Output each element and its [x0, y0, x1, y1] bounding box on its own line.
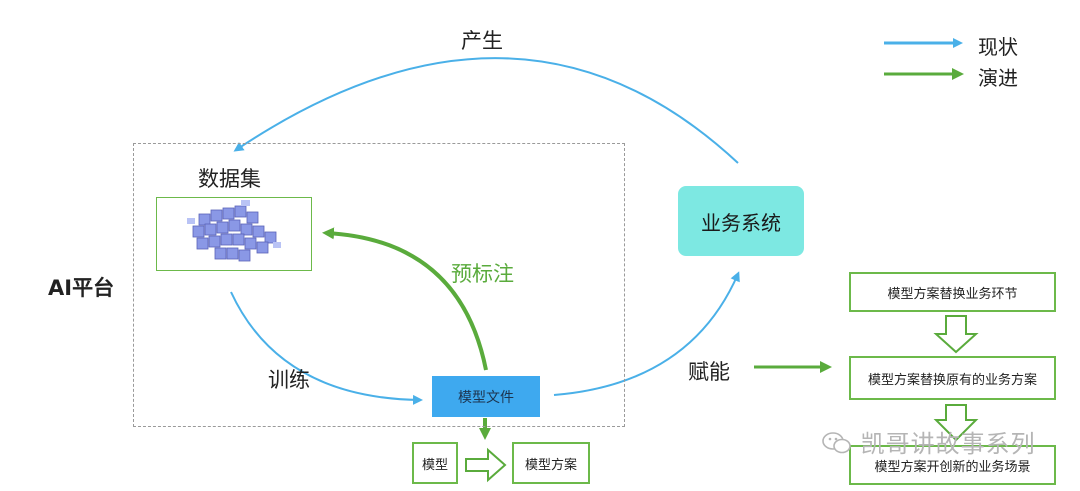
train-arc	[230, 291, 423, 405]
step-down-arrow-1	[933, 315, 979, 354]
model-plan-box: 模型方案	[512, 442, 590, 484]
dataset-image-frame	[156, 197, 312, 271]
model-file-box: 模型文件	[432, 376, 540, 417]
dataset-title: 数据集	[198, 167, 261, 191]
legend-current-label: 现状	[978, 35, 1018, 59]
ai-platform-container	[133, 143, 625, 427]
model-box: 模型	[412, 442, 458, 484]
step-down-arrow-2	[933, 404, 979, 442]
step-new-scenario: 模型方案开创新的业务场景	[849, 445, 1056, 485]
business-system-box: 业务系统	[678, 186, 804, 256]
produce-label: 产生	[461, 29, 503, 53]
watermark: 凯哥讲故事系列	[822, 424, 1036, 459]
produce-arc	[233, 57, 739, 164]
ai-platform-label: AI平台	[48, 276, 115, 300]
pre-label-text: 预标注	[451, 262, 514, 286]
deploy-arc	[553, 271, 740, 396]
empower-label: 赋能	[688, 360, 730, 384]
watermark-text: 凯哥讲故事系列	[860, 430, 1036, 458]
train-label: 训练	[268, 368, 310, 392]
cube-cluster-icon	[187, 200, 281, 262]
step-replace-segment: 模型方案替换业务环节	[849, 272, 1056, 312]
model-to-plan-hollow-arrow	[465, 447, 507, 483]
step-replace-plan: 模型方案替换原有的业务方案	[849, 356, 1056, 400]
legend-evolution-label: 演进	[978, 66, 1018, 90]
pre-label-arc	[322, 227, 488, 371]
wechat-icon	[822, 432, 851, 454]
